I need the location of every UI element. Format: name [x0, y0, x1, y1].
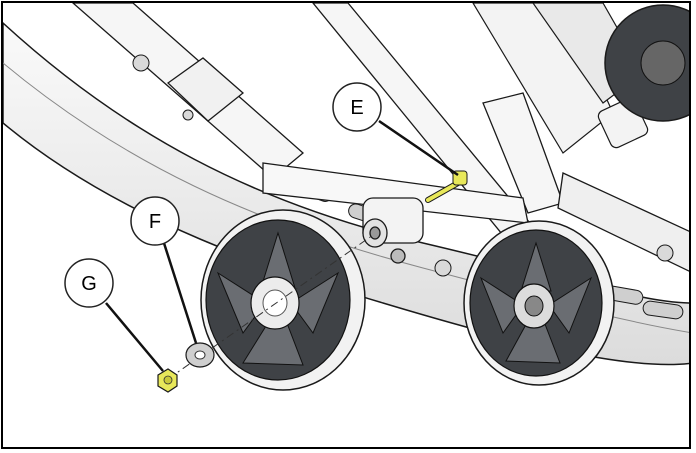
washer-icon [185, 342, 215, 368]
upper-dark-wheel [604, 4, 689, 122]
upper-bracket [166, 57, 245, 122]
callout-e: E [332, 82, 382, 132]
rail-bolts [132, 54, 674, 277]
idler-wheel-icon [200, 209, 366, 391]
bolt-icon [425, 170, 468, 203]
nut-icon [157, 368, 178, 393]
leader-lines [105, 119, 459, 372]
callout-g: G [64, 258, 114, 308]
idler-wheel-icon [463, 220, 615, 386]
callout-label-g: G [81, 273, 97, 295]
axle-bushing [362, 197, 424, 264]
callout-label-e: E [350, 97, 363, 119]
callout-f: F [130, 196, 180, 246]
suspension-diagram: E F G [3, 3, 689, 393]
callout-label-f: F [149, 211, 161, 233]
